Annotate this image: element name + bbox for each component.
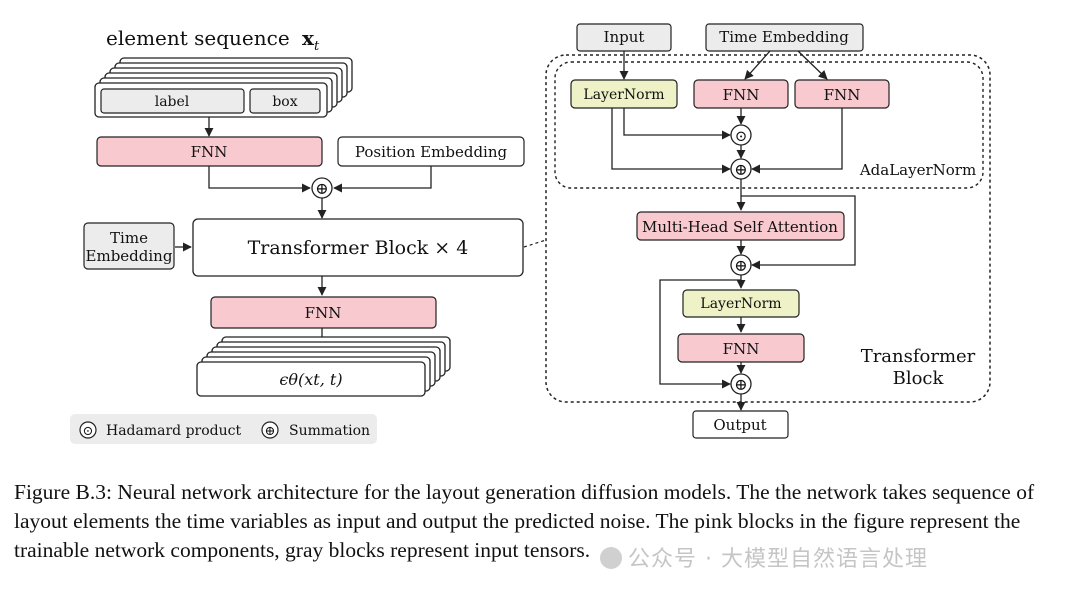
wechat-icon: [600, 547, 622, 569]
label-box-text: label: [155, 94, 190, 110]
box-box-text: box: [272, 94, 297, 110]
svg-text:⊕: ⊕: [734, 160, 747, 179]
svg-text:Embedding: Embedding: [86, 247, 173, 265]
watermark: 公众号 · 大模型自然语言处理: [600, 541, 928, 573]
time-embedding-box-right: [705, 23, 864, 52]
output-expression: ϵθ(xt, t): [279, 370, 342, 389]
transformer-block-text: Transformer Block × 4: [248, 237, 469, 259]
label-box: [100, 88, 245, 114]
output-stack: [196, 336, 451, 397]
summation-legend-label: Summation: [289, 423, 370, 439]
adalayernorm-label: AdaLayerNorm: [859, 161, 976, 179]
svg-text:Time Embedding: Time Embedding: [719, 28, 849, 46]
svg-text:FNN: FNN: [723, 340, 760, 358]
transformer-block-label-2: Block: [893, 368, 945, 389]
svg-text:LayerNorm: LayerNorm: [583, 87, 664, 103]
summation-legend-icon: ⊕: [265, 424, 276, 439]
transformer-block-x4: [192, 218, 524, 277]
svg-text:Output: Output: [713, 416, 766, 434]
hadamard-legend-icon: ⊙: [83, 424, 94, 439]
fnn-bottom-text: FNN: [305, 304, 342, 322]
svg-text:⊕: ⊕: [734, 256, 747, 275]
svg-text:⊕: ⊕: [315, 179, 328, 198]
svg-text:Multi-Head Self Attention: Multi-Head Self Attention: [642, 218, 838, 236]
svg-text:Time: Time: [110, 229, 148, 247]
hadamard-legend-label: Hadamard product: [106, 423, 241, 439]
svg-text:LayerNorm: LayerNorm: [700, 296, 781, 312]
legend: [70, 414, 377, 444]
figure-caption: Figure B.3: Neural network architecture …: [14, 480, 1035, 562]
time-embedding-box-left: [83, 222, 175, 270]
svg-text:⊕: ⊕: [734, 375, 747, 394]
fnn-bottom-block: [210, 296, 437, 329]
fnn-top-text: FNN: [191, 143, 228, 161]
box-box: [249, 88, 321, 114]
svg-text:Input: Input: [604, 28, 645, 46]
sequence-title: element sequence xt: [106, 26, 320, 54]
output-box: [692, 410, 789, 439]
svg-text:⊙: ⊙: [735, 127, 748, 145]
position-embedding-text: Position Embedding: [355, 143, 508, 161]
transformer-block-label-1: Transformer: [861, 346, 976, 367]
adalayernorm-outline: [554, 61, 984, 189]
transformer-block-outline: [545, 54, 991, 403]
svg-text:FNN: FNN: [824, 86, 861, 104]
architecture-diagram: element sequence xt label box FNN Positi…: [70, 23, 991, 444]
svg-text:FNN: FNN: [723, 86, 760, 104]
